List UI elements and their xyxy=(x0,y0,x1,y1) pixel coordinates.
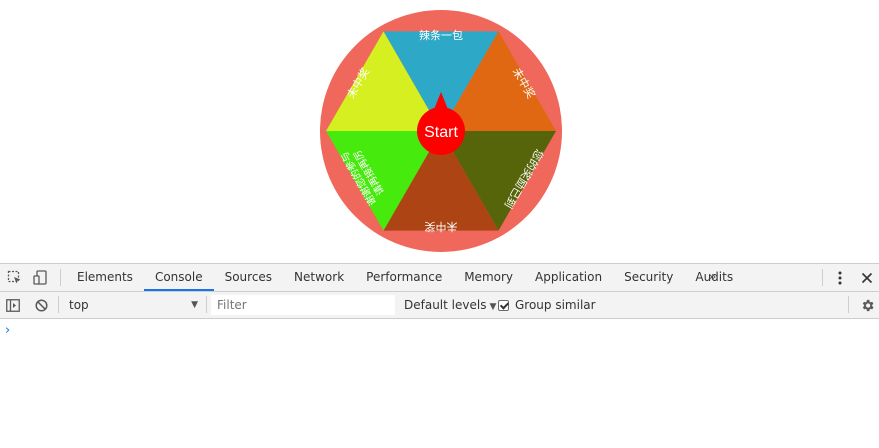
wheel-segment-label: 未中奖 xyxy=(425,220,458,234)
group-similar-toggle[interactable]: Group similar xyxy=(498,295,596,315)
tab-console[interactable]: Console xyxy=(143,264,214,291)
start-button[interactable]: Start xyxy=(417,92,465,155)
double-chevron-right-icon[interactable]: » xyxy=(708,269,717,285)
caret-down-icon: ▼ xyxy=(191,300,198,310)
wheel-segment xyxy=(441,131,556,231)
start-button-label[interactable]: Start xyxy=(424,124,458,141)
tab-application[interactable]: Application xyxy=(535,270,603,284)
wheel-segment xyxy=(441,31,556,131)
devtools-panel: Elements Console Sources Network Performance… xyxy=(0,263,879,448)
console-toolbar: top ▼ Default levels▼ Group similar xyxy=(0,292,879,319)
start-button-circle[interactable] xyxy=(417,107,465,155)
device-toolbar-icon[interactable] xyxy=(30,264,50,291)
console-output[interactable]: › xyxy=(0,319,879,448)
log-levels-dropdown[interactable]: Default levels▼ xyxy=(404,295,496,315)
tab-performance[interactable]: Performance xyxy=(366,270,443,284)
vertical-dots-icon[interactable] xyxy=(831,264,849,291)
pointer-arrow xyxy=(433,92,449,112)
filter-input[interactable] xyxy=(211,295,395,315)
devtools-tabs: Elements Console Sources Network Performance… xyxy=(66,264,744,291)
toolbar-divider xyxy=(58,296,59,313)
clear-console-icon[interactable] xyxy=(32,292,50,318)
wheel-segment-label: 辣条一包 xyxy=(419,28,463,42)
console-prompt[interactable]: › xyxy=(5,323,11,338)
gear-icon[interactable] xyxy=(858,292,876,318)
inspect-element-icon[interactable] xyxy=(4,264,24,291)
wheel-segment xyxy=(383,31,499,131)
close-icon[interactable] xyxy=(858,264,876,291)
context-selector[interactable]: top ▼ xyxy=(63,295,202,315)
tab-memory[interactable]: Memory xyxy=(464,270,514,284)
tab-sources[interactable]: Sources xyxy=(224,270,273,284)
toolbar-divider xyxy=(822,269,823,286)
wheel-segment xyxy=(326,31,441,131)
caret-down-icon: ▼ xyxy=(489,302,497,312)
tab-security[interactable]: Security xyxy=(624,270,674,284)
console-sidebar-icon[interactable] xyxy=(4,292,22,318)
tab-audits[interactable]: Audits xyxy=(695,270,734,284)
context-selector-value: top xyxy=(69,298,89,312)
log-levels-label: Default levels xyxy=(404,298,487,312)
group-similar-label: Group similar xyxy=(515,298,596,312)
wheel-segment xyxy=(326,131,441,231)
group-similar-checkbox[interactable] xyxy=(498,299,509,311)
tab-elements[interactable]: Elements xyxy=(77,270,133,284)
page-content: 辣条一包未中奖您的奖励已到未中奖谢谢您的参与请再接再厉未中奖 Start xyxy=(320,10,562,252)
devtools-tabbar: Elements Console Sources Network Performance… xyxy=(0,264,879,292)
wheel-segment xyxy=(383,131,499,231)
toolbar-divider xyxy=(60,269,61,286)
toolbar-divider xyxy=(848,296,849,313)
toolbar-divider xyxy=(206,296,207,313)
tab-network[interactable]: Network xyxy=(294,270,345,284)
